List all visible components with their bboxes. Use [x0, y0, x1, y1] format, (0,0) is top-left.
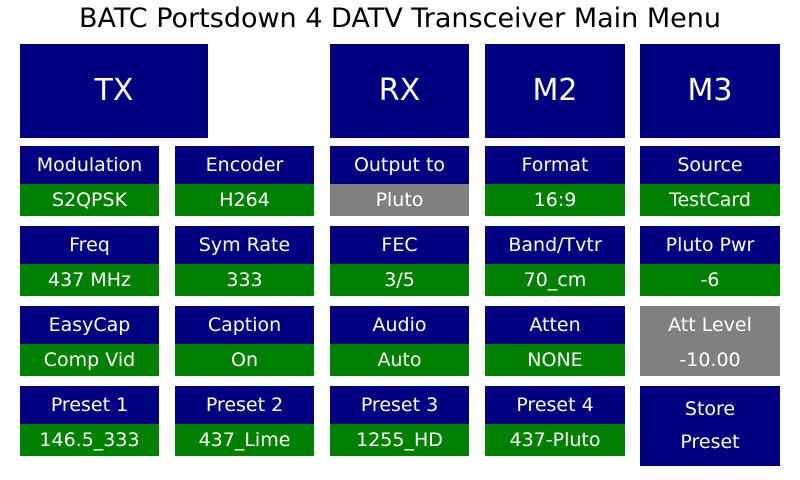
button-atten-title: Atten [485, 306, 625, 344]
button-preset-4-value: 437-Pluto [485, 424, 625, 456]
button-caption-value: On [175, 344, 314, 376]
button-easycap[interactable]: EasyCap Comp Vid [20, 306, 159, 376]
menu-button-m2[interactable]: M2 [485, 44, 625, 138]
button-output-to-value: Pluto [330, 184, 469, 216]
button-preset-4-title: Preset 4 [485, 386, 625, 424]
button-source[interactable]: Source TestCard [640, 146, 780, 216]
button-modulation-value: S2QPSK [20, 184, 159, 216]
button-fec-title: FEC [330, 226, 469, 264]
button-preset-1-value: 146.5_333 [20, 424, 159, 456]
button-format-value: 16:9 [485, 184, 625, 216]
menu-button-rx[interactable]: RX [330, 44, 469, 138]
button-store-preset-line-1: Store [684, 398, 736, 420]
button-att-level-value: -10.00 [640, 344, 780, 376]
button-store-preset[interactable]: Store Preset [640, 386, 780, 466]
button-output-to[interactable]: Output to Pluto [330, 146, 469, 216]
button-source-title: Source [640, 146, 780, 184]
button-preset-1-title: Preset 1 [20, 386, 159, 424]
button-preset-4[interactable]: Preset 4 437-Pluto [485, 386, 625, 456]
button-band-tvtr-value: 70_cm [485, 264, 625, 296]
button-preset-2[interactable]: Preset 2 437_Lime [175, 386, 314, 456]
menu-button-tx[interactable]: TX [20, 44, 208, 138]
button-freq-value: 437 MHz [20, 264, 159, 296]
button-easycap-value: Comp Vid [20, 344, 159, 376]
button-modulation[interactable]: Modulation S2QPSK [20, 146, 159, 216]
menu-button-m3-label: M3 [687, 73, 733, 108]
button-source-value: TestCard [640, 184, 780, 216]
button-sym-rate-value: 333 [175, 264, 314, 296]
button-atten[interactable]: Atten NONE [485, 306, 625, 376]
button-audio-title: Audio [330, 306, 469, 344]
button-att-level-title: Att Level [640, 306, 780, 344]
menu-button-tx-label: TX [94, 73, 134, 108]
button-audio[interactable]: Audio Auto [330, 306, 469, 376]
button-sym-rate-title: Sym Rate [175, 226, 314, 264]
button-att-level[interactable]: Att Level -10.00 [640, 306, 780, 376]
button-output-to-title: Output to [330, 146, 469, 184]
button-band-tvtr-title: Band/Tvtr [485, 226, 625, 264]
button-band-tvtr[interactable]: Band/Tvtr 70_cm [485, 226, 625, 296]
button-caption-title: Caption [175, 306, 314, 344]
button-preset-2-value: 437_Lime [175, 424, 314, 456]
button-preset-2-title: Preset 2 [175, 386, 314, 424]
page-title: BATC Portsdown 4 DATV Transceiver Main M… [78, 3, 721, 34]
button-preset-3-value: 1255_HD [330, 424, 469, 456]
button-store-preset-line-2: Preset [680, 431, 740, 453]
button-sym-rate[interactable]: Sym Rate 333 [175, 226, 314, 296]
button-easycap-title: EasyCap [20, 306, 159, 344]
button-pluto-pwr[interactable]: Pluto Pwr -6 [640, 226, 780, 296]
menu-button-m3[interactable]: M3 [640, 44, 780, 138]
button-modulation-title: Modulation [20, 146, 159, 184]
button-preset-1[interactable]: Preset 1 146.5_333 [20, 386, 159, 456]
button-atten-value: NONE [485, 344, 625, 376]
button-fec[interactable]: FEC 3/5 [330, 226, 469, 296]
button-encoder-value: H264 [175, 184, 314, 216]
button-format-title: Format [485, 146, 625, 184]
button-encoder[interactable]: Encoder H264 [175, 146, 314, 216]
button-fec-value: 3/5 [330, 264, 469, 296]
button-freq-title: Freq [20, 226, 159, 264]
button-freq[interactable]: Freq 437 MHz [20, 226, 159, 296]
button-preset-3[interactable]: Preset 3 1255_HD [330, 386, 469, 456]
button-encoder-title: Encoder [175, 146, 314, 184]
menu-button-rx-label: RX [378, 73, 421, 108]
button-caption[interactable]: Caption On [175, 306, 314, 376]
menu-button-m2-label: M2 [532, 73, 578, 108]
button-preset-3-title: Preset 3 [330, 386, 469, 424]
button-pluto-pwr-value: -6 [640, 264, 780, 296]
button-format[interactable]: Format 16:9 [485, 146, 625, 216]
button-pluto-pwr-title: Pluto Pwr [640, 226, 780, 264]
button-audio-value: Auto [330, 344, 469, 376]
